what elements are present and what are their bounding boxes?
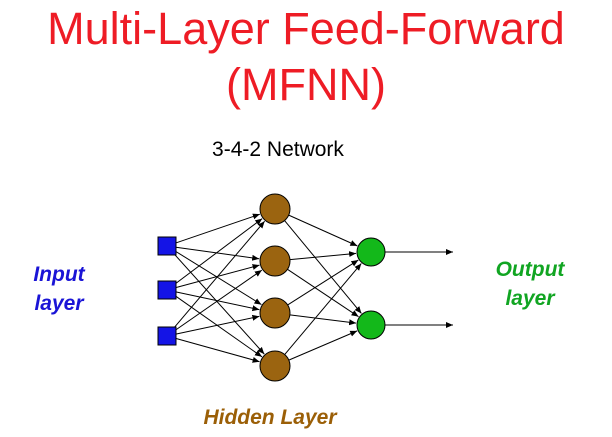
output-layer-label: Output layer — [478, 255, 582, 313]
input-node-2 — [157, 326, 177, 346]
edge-hidden-0-to-output-0 — [288, 214, 358, 247]
edge-input-2-to-hidden-3 — [175, 337, 260, 363]
edge-input-1-to-hidden-0 — [173, 218, 263, 286]
hidden-node-0 — [259, 193, 291, 225]
edge-input-2-to-hidden-1 — [174, 269, 263, 332]
hidden-node-1 — [259, 245, 291, 277]
edge-input-0-to-hidden-3 — [172, 252, 265, 355]
edge-input-0-to-hidden-2 — [174, 250, 262, 305]
output-layer-label-line-1: Output — [495, 258, 565, 281]
edge-hidden-1-to-output-1 — [287, 268, 359, 318]
edge-input-0-to-hidden-0 — [175, 213, 261, 244]
hidden-node-3 — [259, 350, 291, 382]
network-nodes — [157, 193, 386, 382]
edge-input-1-to-hidden-3 — [174, 294, 263, 358]
network-subtitle: 3-4-2 Network — [212, 138, 344, 161]
edge-input-0-to-hidden-1 — [175, 246, 260, 261]
input-layer-label: Input layer — [14, 260, 104, 318]
edge-hidden-3-to-output-1 — [288, 330, 358, 361]
edge-hidden-1-to-output-0 — [289, 251, 357, 261]
page-title-line-1: Multi-Layer Feed-Forward — [47, 3, 565, 54]
hidden-layer-label: Hidden Layer — [203, 406, 337, 429]
edge-hidden-3-to-output-0 — [284, 263, 362, 355]
network-edges — [172, 213, 362, 363]
input-layer-label-line-2: layer — [34, 292, 84, 315]
page-title-line-2: (MFNN) — [226, 59, 386, 110]
input-layer-label-line-1: Input — [33, 263, 85, 286]
output-node-1 — [356, 310, 386, 340]
edge-input-2-to-hidden-0 — [172, 220, 266, 330]
output-arrows — [385, 249, 453, 328]
output-node-0 — [356, 237, 386, 267]
input-node-1 — [157, 280, 177, 300]
edge-hidden-2-to-output-0 — [287, 259, 359, 306]
edge-hidden-0-to-output-1 — [284, 220, 362, 314]
input-node-0 — [157, 236, 177, 256]
edge-input-2-to-hidden-2 — [175, 314, 260, 335]
output-layer-label-line-2: layer — [505, 287, 555, 310]
edge-hidden-2-to-output-1 — [289, 314, 357, 326]
hidden-node-2 — [259, 297, 291, 329]
